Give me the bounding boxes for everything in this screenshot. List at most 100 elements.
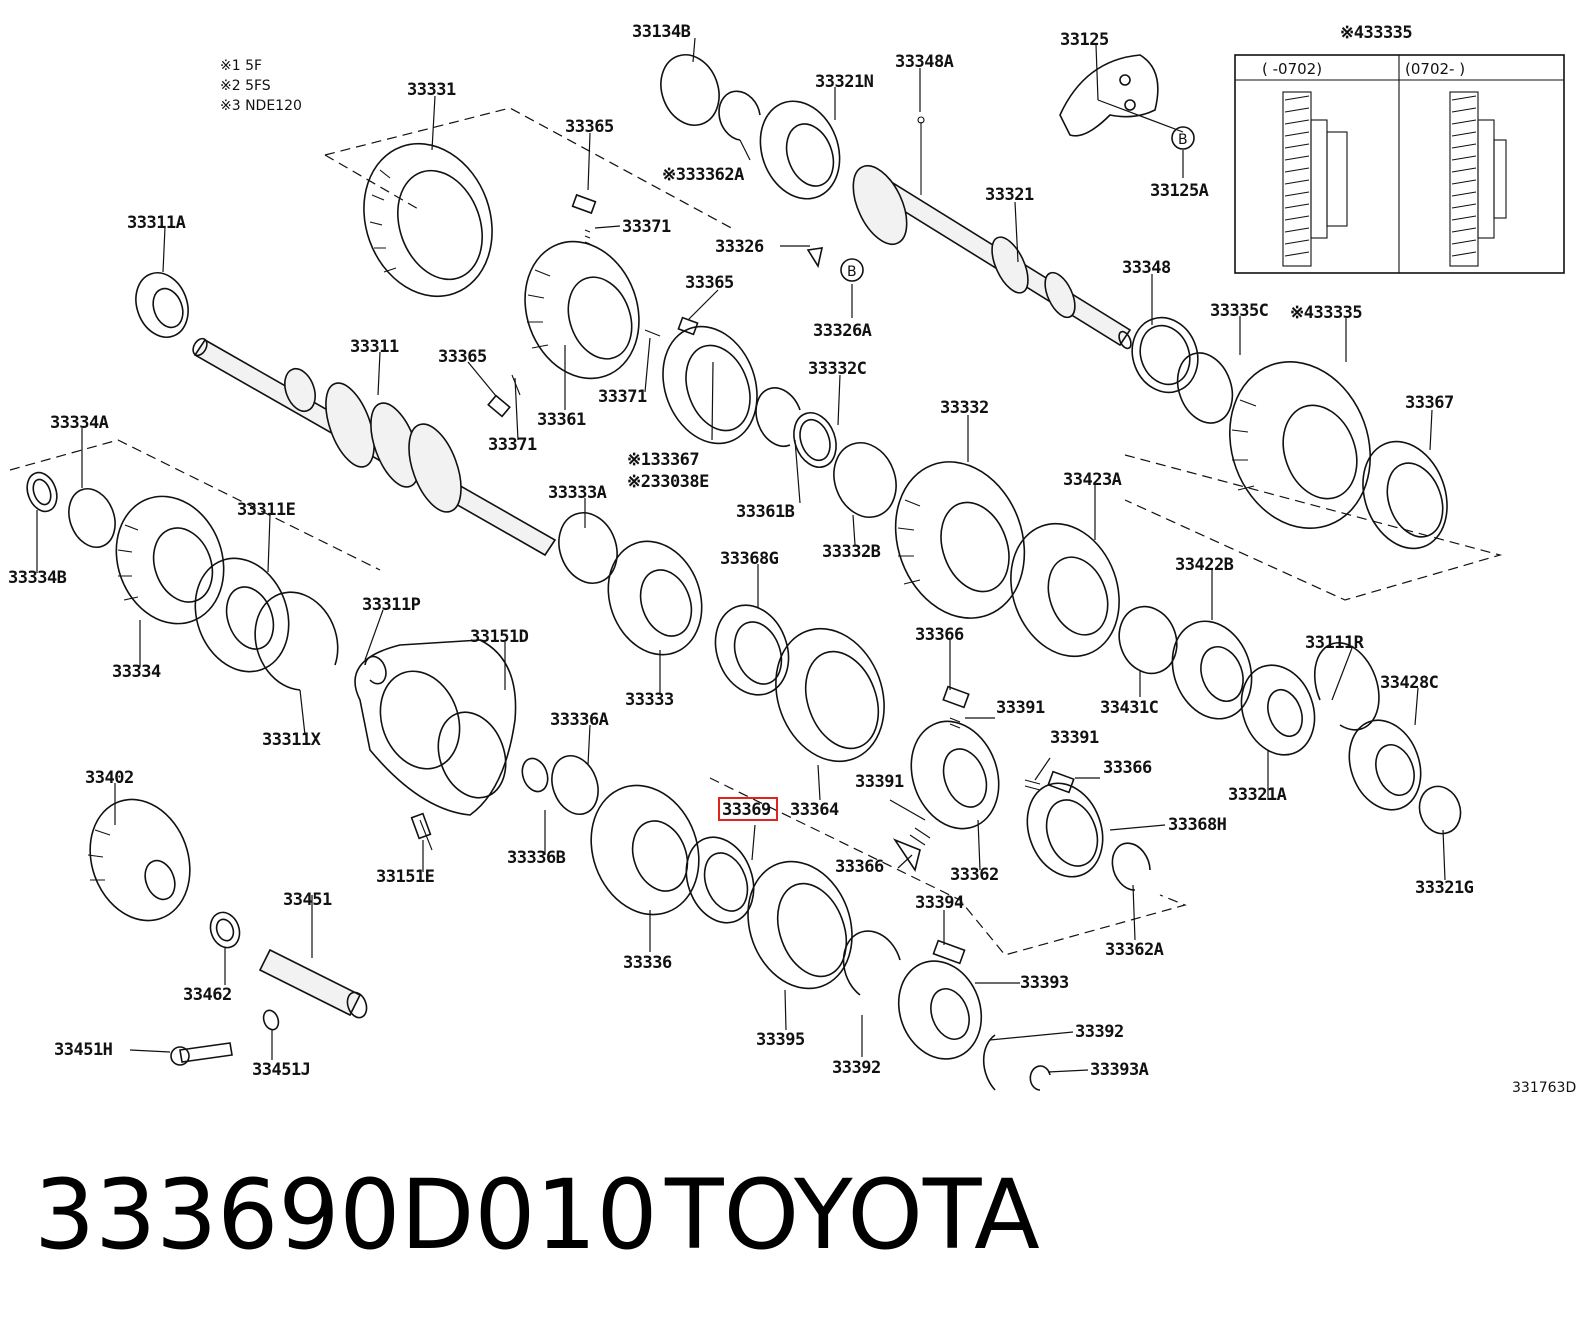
label-33362: 33362 (950, 865, 999, 885)
part-number: 333690D010 (34, 1159, 658, 1271)
label-33451J: 33451J (252, 1060, 310, 1080)
label-33364: 33364 (790, 800, 839, 820)
label-33365-top: 33365 (565, 117, 614, 137)
label-33321N: 33321N (815, 72, 874, 92)
circle-mark-b-2: B (840, 258, 864, 282)
label-33326A: 33326A (813, 321, 872, 341)
label-33395: 33395 (756, 1030, 805, 1050)
label-33365-mid: 33365 (685, 273, 734, 293)
hub-sleeve-33331 (363, 142, 493, 298)
gear-33334 (115, 495, 225, 625)
gear-33336 (590, 784, 700, 916)
label-33333A: 33333A (548, 483, 607, 503)
main-shaft (192, 337, 557, 557)
label-33335C: 33335C (1210, 301, 1268, 321)
label-33394: 33394 (915, 893, 964, 913)
label-33038E: ※233038E (627, 472, 709, 492)
label-33111R: 33111R (1305, 633, 1365, 653)
label-33336A: 33336A (550, 710, 609, 730)
label-33334B: 33334B (8, 568, 67, 588)
hub-33393 (897, 960, 983, 1060)
bearings (68, 54, 1462, 835)
label-33371-top: 33371 (622, 217, 671, 237)
synchro-33368H (1026, 782, 1104, 878)
gear-33428C (1348, 719, 1422, 811)
svg-text:B: B (847, 264, 857, 280)
gear-33333 (607, 540, 703, 656)
inset-col-left: ( -0702) (1262, 60, 1322, 78)
figure-code: 331763D (1512, 1080, 1576, 1096)
label-33311: 33311 (350, 337, 399, 357)
label-33361: 33361 (537, 410, 586, 430)
label-33334A: 33334A (50, 413, 109, 433)
label-33368H: 33368H (1168, 815, 1227, 835)
brand-name: TOYOTA (664, 1159, 1040, 1271)
label-33392-right: 33392 (1075, 1022, 1124, 1042)
label-33362A-bottom: 33362A (1105, 940, 1164, 960)
label-33321: 33321 (985, 185, 1034, 205)
label-33391-left: 33391 (855, 772, 904, 792)
gear-33367-right (1362, 440, 1448, 550)
highlight-box (718, 797, 778, 821)
label-33451: 33451 (283, 890, 332, 910)
inset-title: ※433335 (1340, 23, 1412, 43)
label-33334: 33334 (112, 662, 161, 682)
label-33402: 33402 (85, 768, 134, 788)
label-33451H: 33451H (54, 1040, 113, 1060)
label-33311X: 33311X (262, 730, 322, 750)
label-33321G: 33321G (1415, 878, 1474, 898)
label-33422B: 33422B (1175, 555, 1234, 575)
label-33367: ※133367 (627, 450, 699, 470)
label-33369: 33369 (722, 800, 771, 820)
label-33391-top: 33391 (996, 698, 1045, 718)
label-33332C: 33332C (808, 359, 866, 379)
label-33371-mid: 33371 (598, 387, 647, 407)
label-33311A: 33311A (127, 213, 186, 233)
label-33333: 33333 (625, 690, 674, 710)
gear-33422B (1171, 620, 1253, 720)
label-33362A-top: ※333362A (662, 165, 744, 185)
label-33348: 33348 (1122, 258, 1171, 278)
upper-group-outline-left (324, 154, 421, 211)
label-33311E: 33311E (237, 500, 296, 520)
left-group-outline (9, 439, 381, 571)
gear-33402 (87, 798, 191, 922)
label-33326: 33326 (715, 237, 764, 257)
label-33462: 33462 (183, 985, 232, 1005)
label-33321A: 33321A (1228, 785, 1287, 805)
label-33392-left: 33392 (832, 1058, 881, 1078)
hub-33362 (910, 720, 1000, 830)
label-33151D: 33151D (470, 627, 529, 647)
label-33361B: 33361B (736, 502, 795, 522)
label-33393: 33393 (1020, 973, 1069, 993)
label-33151E: 33151E (376, 867, 435, 887)
label-33423A: 33423A (1063, 470, 1122, 490)
gear-33361 (524, 240, 640, 380)
svg-text:B: B (1178, 132, 1188, 148)
sleeve-33395 (747, 860, 853, 990)
label-33393A: 33393A (1090, 1060, 1149, 1080)
small-parts (170, 54, 1159, 1066)
label-33366-top: 33366 (915, 625, 964, 645)
note-3: ※3 NDE120 (220, 98, 302, 114)
part-labels: 33134B 33125 33348A 33331 33321N 33365 ※… (8, 22, 1474, 1080)
label-33134B: 33134B (632, 22, 691, 42)
synchro-ring-33367 (662, 325, 758, 445)
sleeve-33364 (775, 627, 885, 763)
label-33332B: 33332B (822, 542, 881, 562)
gear-33423A (1010, 522, 1120, 658)
upper-group-outline (324, 107, 736, 231)
note-1: ※1 5F (220, 58, 262, 74)
label-33336B: 33336B (507, 848, 566, 868)
label-33367-right: 33367 (1405, 393, 1454, 413)
label-33365-left: 33365 (438, 347, 487, 367)
counter-shaft (852, 165, 1132, 350)
label-33125: 33125 (1060, 30, 1109, 50)
label-33366-bottom: 33366 (835, 857, 884, 877)
label-33348A: 33348A (895, 52, 954, 72)
note-2: ※2 5FS (220, 78, 271, 94)
label-33431C: 33431C (1100, 698, 1158, 718)
label-33332: 33332 (940, 398, 989, 418)
